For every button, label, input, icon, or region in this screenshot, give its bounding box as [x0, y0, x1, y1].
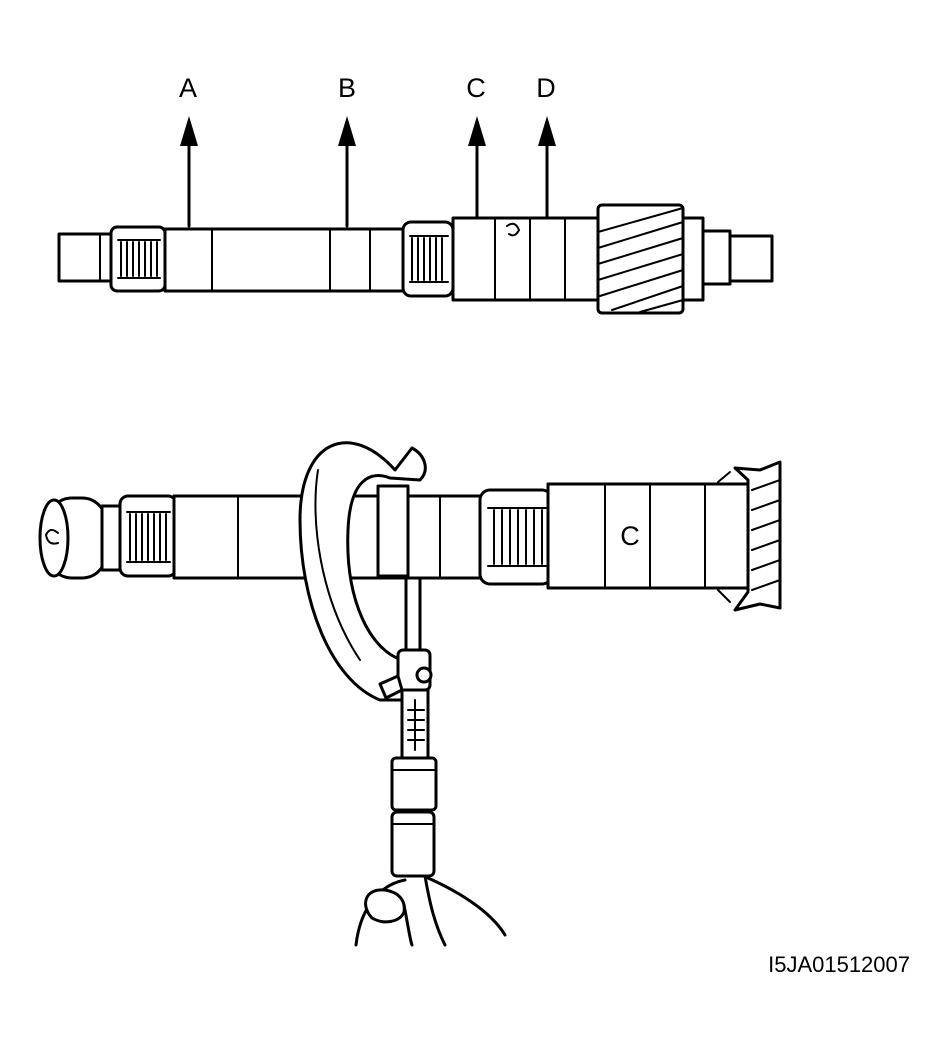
helical-gear: [596, 203, 685, 315]
label-d: D: [536, 73, 556, 103]
middle-spline: [401, 220, 455, 298]
part-mark-c: C: [620, 521, 640, 551]
arrow-a: [180, 116, 198, 228]
journal-cd: [451, 216, 600, 302]
shaft-diagram-top: A B C D: [57, 73, 774, 315]
right-shoulder: [701, 229, 732, 286]
micrometer-ratchet: [390, 810, 436, 878]
left-spline: [109, 225, 167, 293]
arrow-c: [468, 116, 486, 220]
label-a: A: [179, 73, 197, 103]
shaft-right-end: [728, 234, 774, 283]
gear-fragment-right: [717, 460, 782, 612]
spline-middle-bottom: [478, 488, 554, 586]
micrometer-sleeve: [400, 688, 430, 762]
micrometer-spindle-contact: [376, 484, 410, 578]
figure-code: I5JA01512007: [768, 952, 910, 977]
arrow-d: [538, 116, 556, 220]
right-collar: [681, 216, 705, 302]
shaft-main-section: [163, 227, 407, 293]
label-c: C: [466, 73, 486, 103]
shaft-end-left-bottom: [38, 496, 108, 580]
micrometer-thimble: [390, 756, 438, 812]
spline-left-bottom: [118, 494, 178, 578]
arrow-b: [338, 116, 356, 228]
hand-icon: [354, 874, 507, 947]
micrometer-illustration: C: [38, 441, 782, 947]
shaft-left-end: [57, 232, 113, 283]
label-b: B: [338, 73, 356, 103]
journal-bottom: C: [546, 482, 750, 590]
lock-lever-icon: [378, 648, 433, 700]
